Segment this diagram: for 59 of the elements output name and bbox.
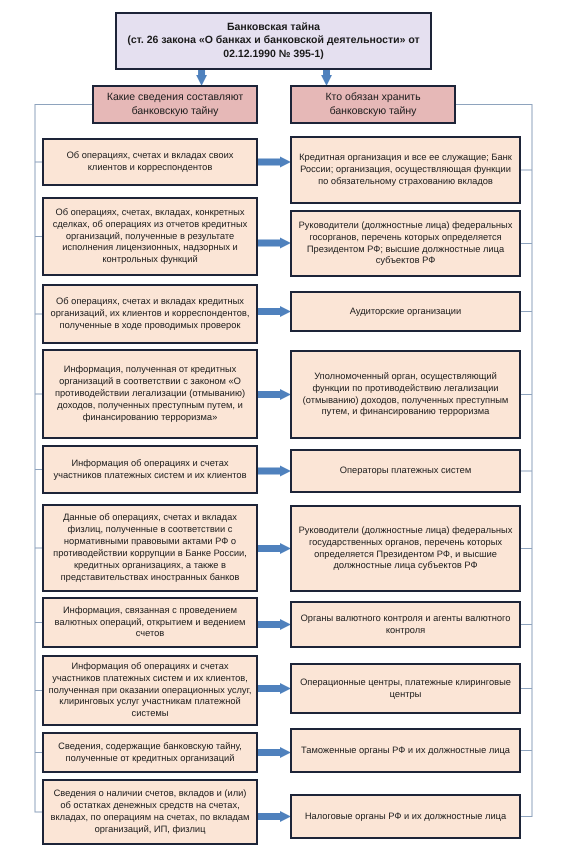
info-box xyxy=(42,138,258,186)
box-text: Кто обязан хранить банковскую тайну xyxy=(324,91,422,118)
box-text: Об операциях, счетах, вкладах, конкретных сделках, об операциях из отчетов кредитных организаций, полученные в результате исполнения лицензионных, надзорных и контрольных функций xyxy=(52,206,248,266)
info-box xyxy=(42,197,258,276)
box-text: Кредитная организация и все ее служащие; Банк России; организация, осуществляющая функции по обязательному страхованию вкладов xyxy=(298,152,513,188)
box-text: Об операциях, счетах и вкладах кредитных организаций, их клиентов и корреспондентов, полученные в ходе проводимых проверок xyxy=(50,296,250,332)
arrow xyxy=(258,466,291,476)
info-box xyxy=(290,728,521,773)
title-box xyxy=(115,12,432,70)
arrow xyxy=(258,619,291,630)
header-box xyxy=(290,85,456,124)
box-text: Об операциях, счетах и вкладах своих клиентов и корреспондентов xyxy=(66,150,234,174)
box-text: Операторы платежных систем xyxy=(340,465,472,477)
header-box xyxy=(92,85,258,124)
info-box xyxy=(42,779,258,845)
box-text: Какие сведения составляют банковскую тайну xyxy=(106,91,244,118)
info-box xyxy=(42,504,258,592)
box-text: Налоговые органы РФ и их должностные лица xyxy=(304,810,506,822)
info-box xyxy=(42,732,258,773)
info-box xyxy=(290,663,521,714)
box-text: Сведения о наличии счетов, вкладов и (или) об остатках денежных средств на счетах, вкладах, по операциям на счетах, по вкладам организаций, ИП, физлиц xyxy=(50,788,250,836)
box-text: Информация об операциях и счетах участников платежных систем и их клиентов xyxy=(52,458,248,482)
arrow xyxy=(321,70,332,86)
arrow xyxy=(258,747,291,758)
info-box xyxy=(290,210,521,277)
box-text: Таможенные органы РФ и их должностные лица xyxy=(301,744,510,756)
arrow xyxy=(196,70,208,86)
info-box xyxy=(290,350,521,439)
info-box xyxy=(290,505,521,592)
title-text: Банковская тайна xyxy=(226,20,320,34)
arrow xyxy=(258,811,291,822)
info-box xyxy=(42,349,258,439)
info-box xyxy=(290,794,521,839)
box-text: Данные об операциях, счетах и вкладах физлиц, полученные в соответствии с нормативными правовыми актами РФ о противодействии коррупции в Банке России, кредитных организациях, а также в представительствах иностранных банков xyxy=(52,512,248,584)
box-text: Сведения, содержащие банковскую тайну, полученные от кредитных организаций xyxy=(57,740,243,764)
box-text: Информация, связанная с проведением валютных операций, открытием и ведением счетов xyxy=(54,604,246,640)
info-box xyxy=(290,449,521,493)
arrow xyxy=(258,389,291,400)
box-text: Аудиторские организации xyxy=(350,306,462,318)
box-text: Информация об операциях и счетах участников платежных систем и их клиентов, полученная при оказании операционных услуг, клиринговых услуг участникам платежной системы xyxy=(48,660,252,720)
box-text: Руководители (должностные лица) федеральных госорганов, перечень которых определяется Президентом РФ; высшие должностные лица субъектов РФ xyxy=(298,220,514,268)
info-box xyxy=(42,284,258,344)
box-text: Органы валютного контроля и агенты валютного контроля xyxy=(300,612,512,636)
arrow xyxy=(258,306,291,317)
arrow xyxy=(258,543,291,554)
info-box xyxy=(42,445,258,494)
info-box xyxy=(42,655,258,726)
info-box xyxy=(290,601,521,648)
box-text: Операционные центры, платежные клиринговые центры xyxy=(299,676,512,700)
subtitle-text: (ст. 26 закона «О банках и банковской деятельности» от 02.12.1990 № 395-1) xyxy=(126,34,421,62)
arrow xyxy=(258,156,291,168)
box-text: Руководители (должностные лица) федеральных государственных органов, перечень которых определяется Президентом РФ, и высшие должностные лица субъектов РФ xyxy=(298,524,514,572)
box-text: Информация, полученная от кредитных организаций в соответствии с законом «О противодействии легализации (отмыванию) доходов, полученных преступным путем, и финансированию терроризма» xyxy=(54,364,246,424)
info-box xyxy=(290,291,521,332)
info-box xyxy=(290,136,521,204)
info-box xyxy=(42,597,258,648)
arrow xyxy=(258,683,291,694)
arrow xyxy=(258,238,291,248)
box-text: Уполномоченный орган, осуществляющий функции по противодействию легализации (отмыванию) доходов, полученных преступным путем, и финансированию терроризма xyxy=(302,370,510,418)
